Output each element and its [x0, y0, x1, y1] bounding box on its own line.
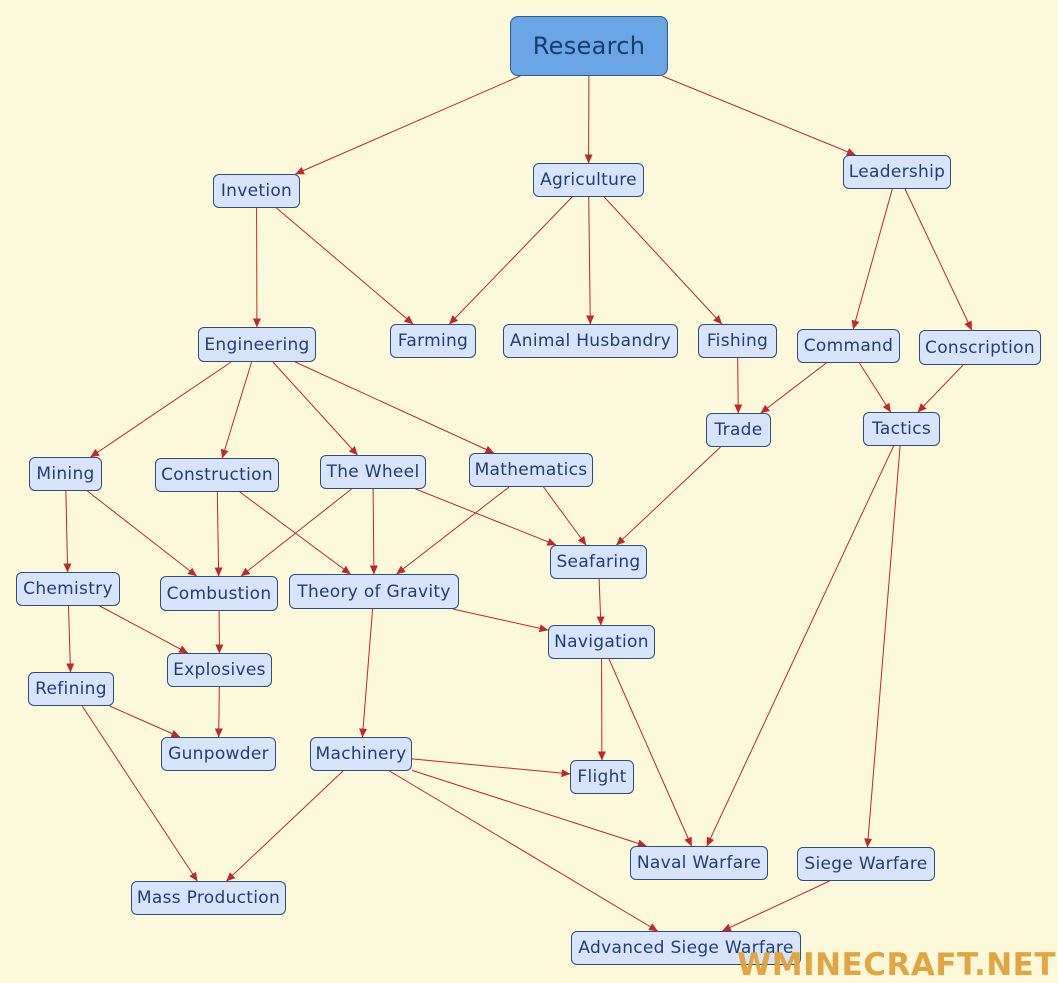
node-construction[interactable]: Construction	[155, 458, 279, 492]
edge-agriculture-to-fishing	[603, 196, 723, 325]
edge-the-wheel-to-combustion	[240, 488, 352, 577]
edge-tactics-to-siege-warfare	[864, 445, 901, 848]
edge-engineering-to-mining	[90, 361, 232, 458]
node-mathematics[interactable]: Mathematics	[469, 453, 593, 487]
node-gunpowder[interactable]: Gunpowder	[161, 737, 276, 771]
edge-research-to-leadership	[662, 75, 856, 156]
node-farming[interactable]: Farming	[390, 324, 476, 358]
node-invetion[interactable]: Invetion	[213, 174, 300, 208]
node-command[interactable]: Command	[797, 329, 900, 363]
node-seafaring[interactable]: Seafaring	[550, 545, 647, 579]
node-flight[interactable]: Flight	[570, 760, 634, 794]
node-refining[interactable]: Refining	[28, 672, 114, 706]
edge-the-wheel-to-seafaring	[415, 488, 557, 546]
edge-chemistry-to-refining	[66, 605, 75, 673]
edge-theory-of-gravity-to-machinery	[359, 608, 374, 738]
edge-command-to-tactics	[858, 362, 892, 413]
edge-the-wheel-to-theory-of-gravity	[369, 488, 378, 575]
node-animal-husbandry[interactable]: Animal Husbandry	[503, 324, 678, 358]
node-conscription[interactable]: Conscription	[919, 330, 1041, 365]
edge-leadership-to-command	[851, 188, 893, 330]
edge-trade-to-seafaring	[616, 446, 721, 546]
node-mining[interactable]: Mining	[29, 457, 102, 491]
edge-mathematics-to-theory-of-gravity	[396, 486, 510, 575]
edge-navigation-to-naval-warfare	[608, 658, 692, 847]
node-the-wheel[interactable]: The Wheel	[320, 455, 426, 489]
edge-engineering-to-the-wheel	[272, 361, 358, 456]
edge-machinery-to-naval-warfare	[411, 769, 647, 848]
node-engineering[interactable]: Engineering	[198, 327, 316, 362]
edge-theory-of-gravity-to-navigation	[452, 608, 549, 633]
edge-machinery-to-mass-production	[226, 770, 344, 882]
edge-engineering-to-construction	[220, 361, 253, 459]
edge-conscription-to-tactics	[917, 364, 964, 413]
node-chemistry[interactable]: Chemistry	[16, 572, 120, 606]
node-machinery[interactable]: Machinery	[310, 737, 412, 771]
edge-machinery-to-advanced-siege-warfare	[389, 770, 658, 932]
edge-construction-to-combustion	[214, 491, 223, 577]
edge-siege-warfare-to-advanced-siege-warfare	[721, 880, 830, 932]
node-advanced-siege-warfare[interactable]: Advanced Siege Warfare	[571, 931, 801, 965]
edge-chemistry-to-explosives	[99, 605, 189, 654]
edge-command-to-trade	[760, 362, 827, 414]
edge-agriculture-to-farming	[449, 196, 573, 325]
edge-seafaring-to-navigation	[596, 578, 605, 626]
edge-engineering-to-mathematics	[294, 361, 495, 454]
edge-mining-to-chemistry	[63, 490, 72, 573]
edge-explosives-to-gunpowder	[214, 686, 223, 738]
node-research[interactable]: Research	[510, 16, 668, 76]
node-agriculture[interactable]: Agriculture	[533, 163, 644, 197]
watermark-text: WMINECRAFT.NET	[737, 947, 1056, 983]
edge-mathematics-to-seafaring	[543, 486, 587, 546]
node-siege-warfare[interactable]: Siege Warfare	[797, 847, 935, 881]
edge-fishing-to-trade	[734, 357, 743, 414]
edge-mining-to-combustion	[86, 490, 197, 577]
node-theory-of-gravity[interactable]: Theory of Gravity	[289, 574, 459, 609]
edge-leadership-to-conscription	[904, 188, 973, 331]
edge-research-to-invetion	[295, 75, 521, 175]
node-fishing[interactable]: Fishing	[698, 324, 777, 358]
node-explosives[interactable]: Explosives	[167, 653, 272, 687]
node-combustion[interactable]: Combustion	[160, 576, 278, 611]
node-trade[interactable]: Trade	[706, 413, 771, 447]
edge-refining-to-mass-production	[81, 705, 198, 882]
edge-refining-to-gunpowder	[109, 705, 181, 738]
edge-tactics-to-naval-warfare	[706, 445, 895, 847]
node-leadership[interactable]: Leadership	[843, 155, 951, 189]
node-tactics[interactable]: Tactics	[863, 412, 940, 446]
node-naval-warfare[interactable]: Naval Warfare	[630, 846, 768, 880]
node-navigation[interactable]: Navigation	[548, 625, 655, 659]
edge-invetion-to-farming	[276, 207, 414, 325]
node-mass-production[interactable]: Mass Production	[131, 881, 286, 915]
edge-machinery-to-flight	[411, 758, 571, 778]
edge-agriculture-to-animal-husbandry	[586, 196, 595, 325]
